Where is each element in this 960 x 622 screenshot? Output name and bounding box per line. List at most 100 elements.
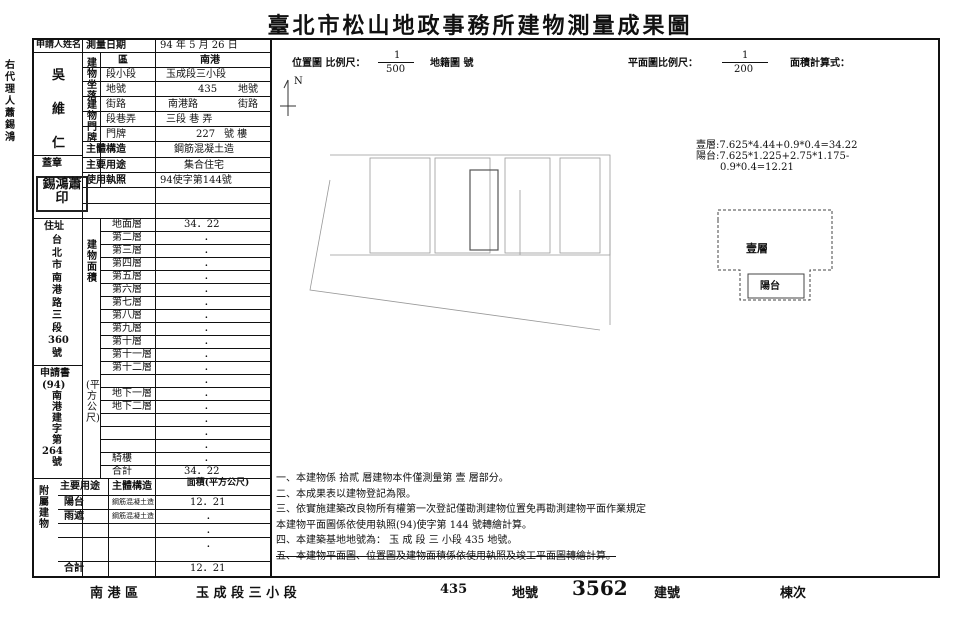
- number-value: 227: [196, 129, 216, 140]
- applicant-name-2: 維: [52, 102, 66, 117]
- floor-name: 騎樓: [112, 453, 132, 464]
- floor-plan-drawing: [717, 209, 833, 301]
- note-line: 三、依實施建築改良物所有權第一次登記僅勘測建物位置免再勘測建物平面作業規定: [276, 504, 646, 515]
- floor-area-value: ．: [204, 401, 214, 412]
- survey-date-label: 測量日期: [86, 40, 126, 51]
- note-line: 二、本成果表以建物登記為限。: [276, 488, 416, 500]
- address-char: 360: [48, 335, 69, 346]
- plan-floor-label: 壹層: [746, 242, 768, 255]
- floor-area-label: 建物面積: [87, 240, 97, 284]
- address-char: 路: [52, 297, 62, 309]
- floor-area-unit: (平方公尺): [86, 380, 100, 424]
- formula-line-3: 0.9*0.4=12.21: [720, 162, 794, 173]
- floor-name: 第九層: [112, 323, 142, 334]
- address-char: 市: [52, 260, 62, 271]
- lot-label: 地號: [106, 84, 126, 95]
- street-unit: 街路: [238, 99, 258, 110]
- address-char: 段: [52, 322, 62, 334]
- address-char: 北: [52, 247, 62, 259]
- application-char: 南: [52, 391, 62, 402]
- floor-name: 第十層: [112, 336, 142, 347]
- use-label: 主要用途: [86, 160, 126, 171]
- floor-name: 地下二層: [112, 401, 152, 412]
- floor-area-value: ．: [204, 414, 214, 425]
- license-label: 使用執照: [86, 175, 126, 186]
- footer-building-no: 3562: [572, 576, 628, 600]
- floor-area-value: ．: [204, 388, 214, 399]
- lot-unit: 地號: [238, 84, 258, 95]
- door-label: 建物門牌: [87, 100, 97, 144]
- floor-area-value: ．: [204, 440, 214, 451]
- floor-name: 合計: [112, 466, 132, 477]
- floor-area-value: ．: [204, 271, 214, 282]
- floor-area-value: ．: [204, 349, 214, 360]
- plan-scale-num: 1: [742, 50, 749, 61]
- application-char: 字: [52, 424, 62, 435]
- formula-line-1: 壹層:7.625*4.44+0.9*0.4=34.22: [696, 140, 858, 151]
- footer-lot-label: 地號: [512, 586, 539, 601]
- floor-name: 第二層: [112, 232, 142, 243]
- floor-area-value: ．: [204, 232, 214, 243]
- floor-name: 第六層: [112, 284, 142, 295]
- agent-side-label: 右代理人蕭錫鴻: [5, 60, 15, 143]
- structure-label: 主體構造: [86, 144, 126, 155]
- note-line: 本建物平面圖係依使用執照(94)使字第 144 號轉繪計算。: [276, 519, 532, 531]
- footer-building-label: 建號: [654, 586, 681, 601]
- address-char: 號: [52, 347, 62, 359]
- annex-structure: 鋼筋混凝土造: [112, 498, 154, 506]
- annex-structure: 鋼筋混凝土造: [112, 512, 154, 520]
- note-line: 五、本建物平面圖、位置圖及建物面積係依使用執照及竣工平面圖轉繪計算。: [276, 550, 616, 562]
- floor-name: 第八層: [112, 310, 142, 321]
- annex-header-structure: 主體構造: [112, 481, 152, 492]
- floor-area-value: 34．22: [184, 466, 220, 477]
- annex-total-label: 合計: [64, 563, 84, 574]
- floor-name: 地面層: [112, 219, 142, 230]
- location-scale-den: 500: [386, 64, 406, 75]
- applicant-label: 申請人姓名: [36, 40, 82, 50]
- address-char: 台: [52, 235, 62, 246]
- seal-stamp: 錫鴻蕭印: [36, 176, 88, 212]
- lot-value: 435: [198, 84, 218, 95]
- floor-name: 第五層: [112, 271, 142, 282]
- floor-name: 第十一層: [112, 349, 152, 360]
- floor-area-value: ．: [204, 323, 214, 334]
- address-char: 港: [52, 285, 62, 296]
- number-label: 門牌: [106, 129, 126, 140]
- footer-lot: 435: [440, 582, 468, 597]
- annex-header-use: 主要用途: [60, 481, 100, 492]
- note-line: 四、本建築基地地號為： 玉 成 段 三 小段 435 地號。: [276, 535, 518, 546]
- note-line: 一、本建物係 拾貳 層建物本件僅測量第 壹 層部分。: [276, 473, 509, 484]
- application-char: 建: [52, 413, 62, 424]
- survey-date: 94 年 5 月 26 日: [160, 40, 238, 51]
- plan-scale-den: 200: [734, 64, 754, 75]
- address-char: 三: [52, 310, 62, 321]
- application-char: 264: [42, 446, 63, 457]
- structure-value: 鋼筋混凝土造: [174, 144, 234, 155]
- application-char: (94): [42, 380, 66, 391]
- north-arrow-icon: [280, 79, 296, 116]
- location-scale-num: 1: [394, 50, 401, 61]
- drawing-area: [280, 79, 833, 331]
- address-char: 南: [52, 272, 62, 284]
- district-value: 南港: [200, 55, 220, 66]
- annex-area: ．: [206, 539, 216, 550]
- floor-area-value: ．: [204, 284, 214, 295]
- annex-use: 陽台: [64, 497, 84, 508]
- plan-balcony-label: 陽台: [760, 281, 780, 292]
- floor-area-value: ．: [204, 258, 214, 269]
- street-label: 街路: [106, 99, 126, 110]
- annex-label: 附屬建物: [39, 486, 49, 530]
- annex-area: ．: [206, 525, 216, 536]
- footer-section: 玉 成 段 三 小 段: [196, 586, 297, 601]
- street-value: 南港路: [168, 99, 198, 110]
- page-title: 臺北市松山地政事務所建物測量成果圖: [267, 13, 693, 39]
- north-label: N: [294, 76, 303, 87]
- section-label: 段小段: [106, 69, 136, 80]
- floor-area-value: ．: [204, 310, 214, 321]
- floor-area-value: ．: [204, 297, 214, 308]
- use-value: 集合住宅: [184, 160, 224, 171]
- seal-label: 蓋章: [42, 158, 62, 169]
- footer-sheet-label: 棟次: [780, 586, 807, 601]
- lane-value: 三段 巷 弄: [166, 114, 213, 125]
- applicant-name-1: 吳: [52, 68, 66, 83]
